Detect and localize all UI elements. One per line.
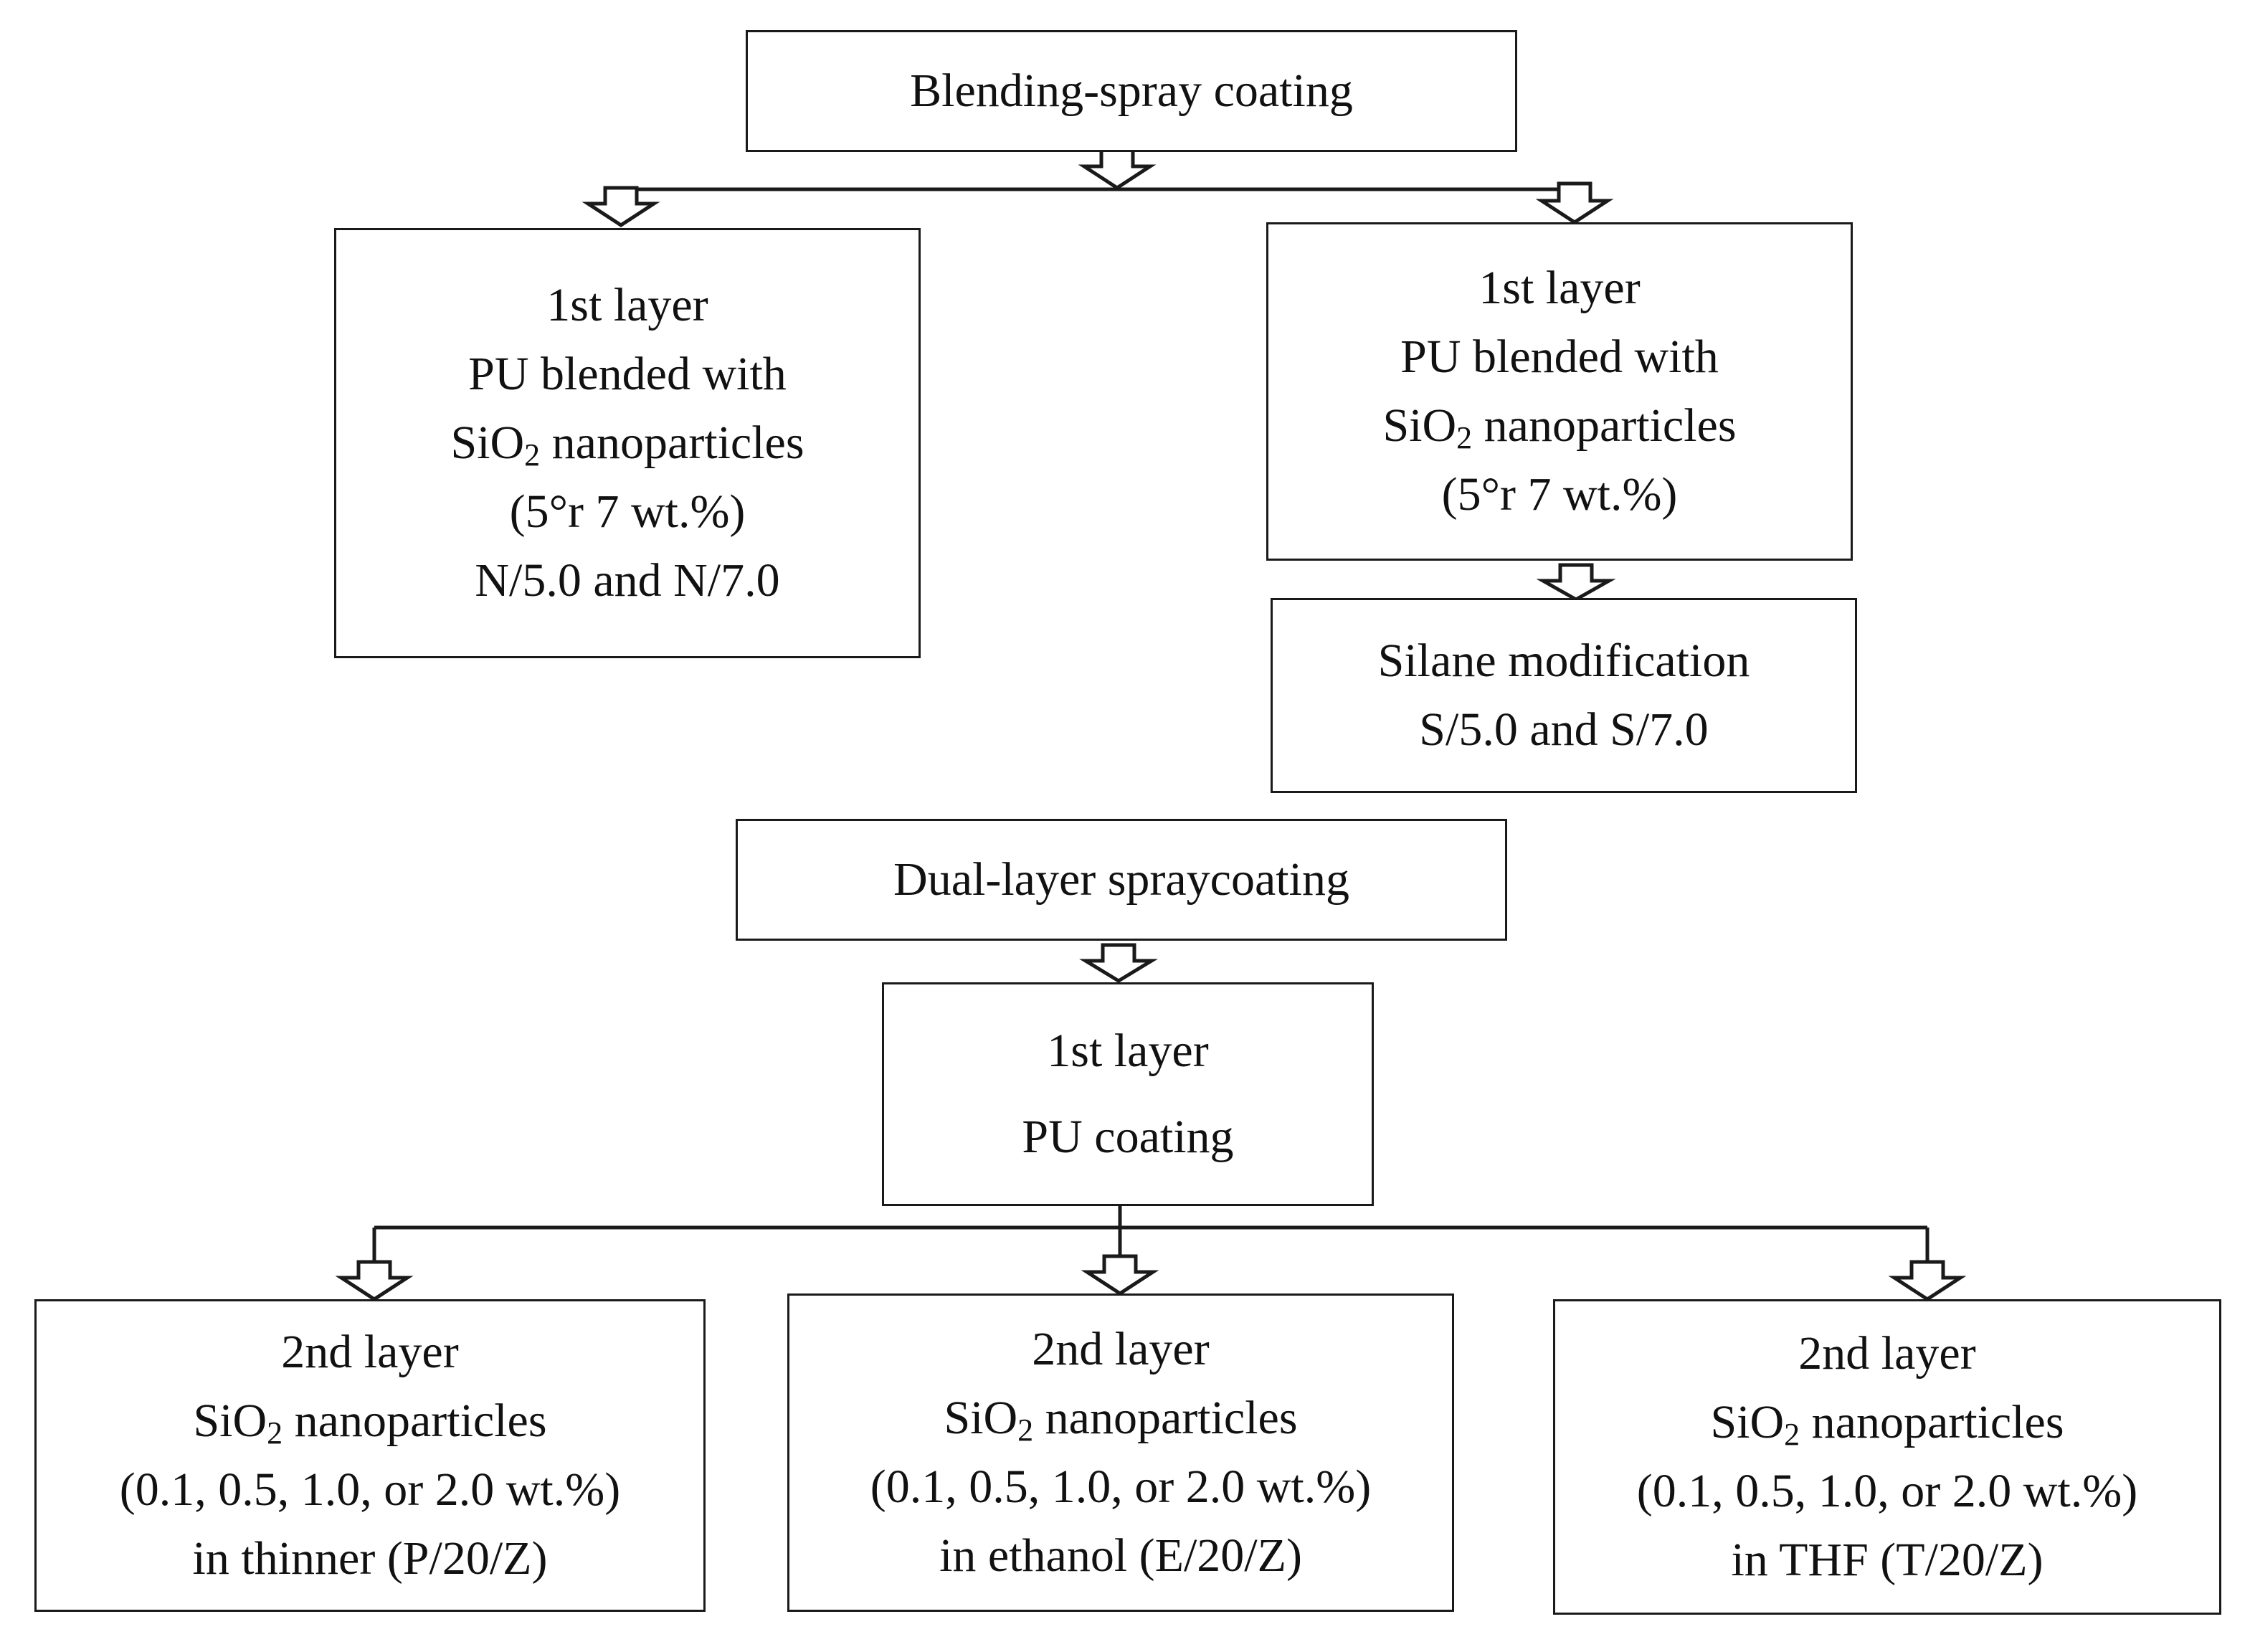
box-line: SiO2 nanoparticles — [1382, 399, 1737, 455]
box-line: N/5.0 and N/7.0 — [475, 554, 780, 607]
box-line: 2nd layer — [1798, 1327, 1976, 1380]
arrow-down-icon — [582, 186, 660, 227]
box-line: 2nd layer — [281, 1326, 459, 1378]
box-line: (0.1, 0.5, 1.0, or 2.0 wt.%) — [119, 1463, 621, 1516]
second-layer-ethanol-box: 2nd layer SiO2 nanoparticles (0.1, 0.5, … — [787, 1293, 1454, 1612]
box-line: (0.1, 0.5, 1.0, or 2.0 wt.%) — [870, 1461, 1372, 1513]
box-line: (0.1, 0.5, 1.0, or 2.0 wt.%) — [1636, 1465, 2138, 1517]
dual-first-layer-box: 1st layer PU coating — [882, 982, 1374, 1206]
box-line: (5°r 7 wt.%) — [1441, 468, 1678, 521]
dual-layer-spray-coating-box: Dual-layer spraycoating — [736, 819, 1507, 941]
arrow-down-icon — [1079, 943, 1158, 983]
box-line: PU coating — [1022, 1111, 1234, 1163]
blending-spray-coating-box: Blending-spray coating — [746, 30, 1517, 152]
box-line: 1st layer — [1478, 262, 1641, 314]
box-line: SiO2 nanoparticles — [1710, 1396, 2064, 1452]
arrow-down-icon — [1535, 181, 1614, 224]
box-line: SiO2 nanoparticles — [944, 1392, 1298, 1448]
box-line: in THF (T/20/Z) — [1731, 1534, 2043, 1586]
arrow-down-icon — [1081, 1254, 1159, 1296]
second-layer-thf-box: 2nd layer SiO2 nanoparticles (0.1, 0.5, … — [1553, 1299, 2221, 1615]
box-line: 2nd layer — [1032, 1323, 1210, 1375]
box-line: SiO2 nanoparticles — [193, 1395, 547, 1451]
blending-first-layer-left-box: 1st layer PU blended with SiO2 nanoparti… — [334, 228, 921, 658]
box-line: 1st layer — [546, 279, 708, 331]
box-line: S/5.0 and S/7.0 — [1419, 703, 1709, 756]
box-line: in ethanol (E/20/Z) — [939, 1529, 1302, 1582]
arrow-down-icon — [1536, 563, 1616, 602]
box-line: in thinner (P/20/Z) — [192, 1532, 548, 1585]
box-line: PU blended with — [1400, 331, 1719, 383]
dual-layer-spray-coating-title: Dual-layer spraycoating — [893, 853, 1349, 906]
box-line: PU blended with — [468, 348, 787, 400]
arrow-down-icon — [1078, 147, 1157, 190]
box-line: Silane modification — [1377, 635, 1750, 687]
box-line: (5°r 7 wt.%) — [509, 485, 746, 538]
box-line: SiO2 nanoparticles — [450, 417, 804, 473]
arrow-down-icon — [335, 1260, 414, 1301]
silane-modification-box: Silane modification S/5.0 and S/7.0 — [1271, 598, 1857, 793]
arrow-down-icon — [1888, 1260, 1967, 1301]
second-layer-thinner-box: 2nd layer SiO2 nanoparticles (0.1, 0.5, … — [34, 1299, 706, 1612]
blending-first-layer-right-box: 1st layer PU blended with SiO2 nanoparti… — [1266, 222, 1853, 561]
blending-spray-coating-title: Blending-spray coating — [910, 65, 1353, 117]
box-line: 1st layer — [1047, 1025, 1209, 1077]
